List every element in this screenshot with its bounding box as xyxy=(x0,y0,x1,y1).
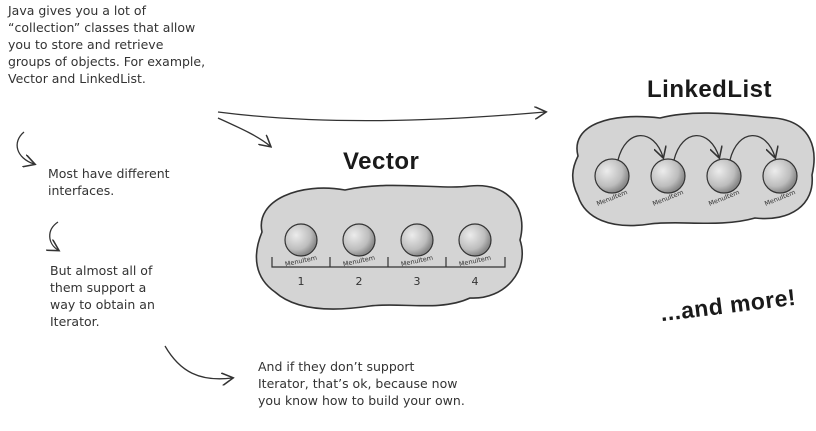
vector-index-1: 1 xyxy=(298,275,305,288)
menuitem-ball xyxy=(284,223,318,257)
build-own-note: And if they don’t support Iterator, that… xyxy=(258,359,465,408)
menuitem-ball xyxy=(594,158,630,194)
vector-title: Vector xyxy=(343,148,420,175)
arrow-to-linkedlist xyxy=(217,112,545,122)
menuitem-ball xyxy=(458,223,492,257)
vector-index-2: 2 xyxy=(356,275,363,288)
menuitem-ball xyxy=(706,158,742,194)
vector-menuitem-2: MenuItem xyxy=(342,223,376,268)
iterator-note: But almost all of them support a way to … xyxy=(50,263,155,329)
linkedlist-blob xyxy=(571,112,815,227)
vector-index-3: 3 xyxy=(414,275,421,288)
linkedlist-link-arrow xyxy=(673,134,719,161)
vector-menuitem-1: MenuItem xyxy=(284,223,318,268)
vector-slots xyxy=(271,257,506,268)
connector-arrow-2 xyxy=(50,221,58,250)
linkedlist-link-arrow xyxy=(729,134,775,161)
intro-note: Java gives you a lot of “collection” cla… xyxy=(8,3,206,86)
arrow-to-vector xyxy=(217,117,270,146)
menuitem-ball xyxy=(342,223,376,257)
menuitem-ball xyxy=(762,158,798,194)
vector-menuitem-3: MenuItem xyxy=(400,223,434,268)
connector-arrow-1 xyxy=(16,131,34,164)
linkedlist-title: LinkedList xyxy=(647,76,773,103)
vector-blob xyxy=(255,184,523,310)
arrow-to-build-own xyxy=(164,345,232,379)
vector-menuitem-4: MenuItem xyxy=(458,223,492,268)
menuitem-ball xyxy=(650,158,686,194)
vector-index-4: 4 xyxy=(472,275,479,288)
menuitem-ball xyxy=(400,223,434,257)
interfaces-note: Most have different interfaces. xyxy=(48,166,170,198)
linkedlist-link-arrow xyxy=(617,134,663,161)
